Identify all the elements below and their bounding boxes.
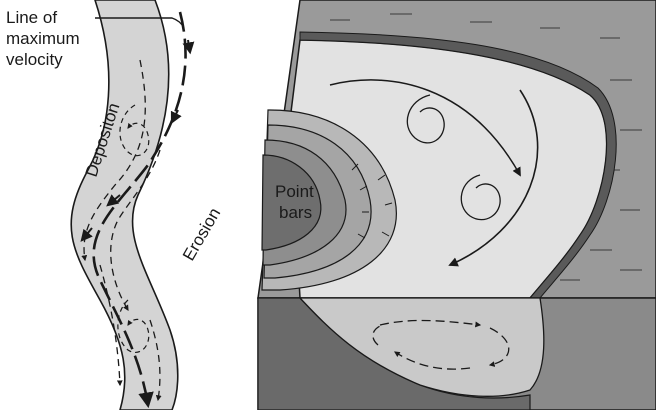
river-channel (71, 0, 178, 410)
point-bars-label-2: bars (279, 203, 312, 222)
point-bars-label-1: Point (275, 182, 314, 201)
line-of-velocity-label-2: maximum (6, 29, 80, 48)
line-of-velocity-label-1: Line of (6, 8, 57, 27)
point-bar-block-diagram: Point bars (258, 0, 656, 410)
velocity-arrow-1 (188, 40, 190, 52)
line-of-velocity-label-3: velocity (6, 50, 63, 69)
velocity-arrow-2 (172, 110, 178, 122)
meander-plan-view: Line of maximum velocity Depositon Erosi… (6, 0, 224, 410)
erosion-label: Erosion (179, 205, 224, 264)
